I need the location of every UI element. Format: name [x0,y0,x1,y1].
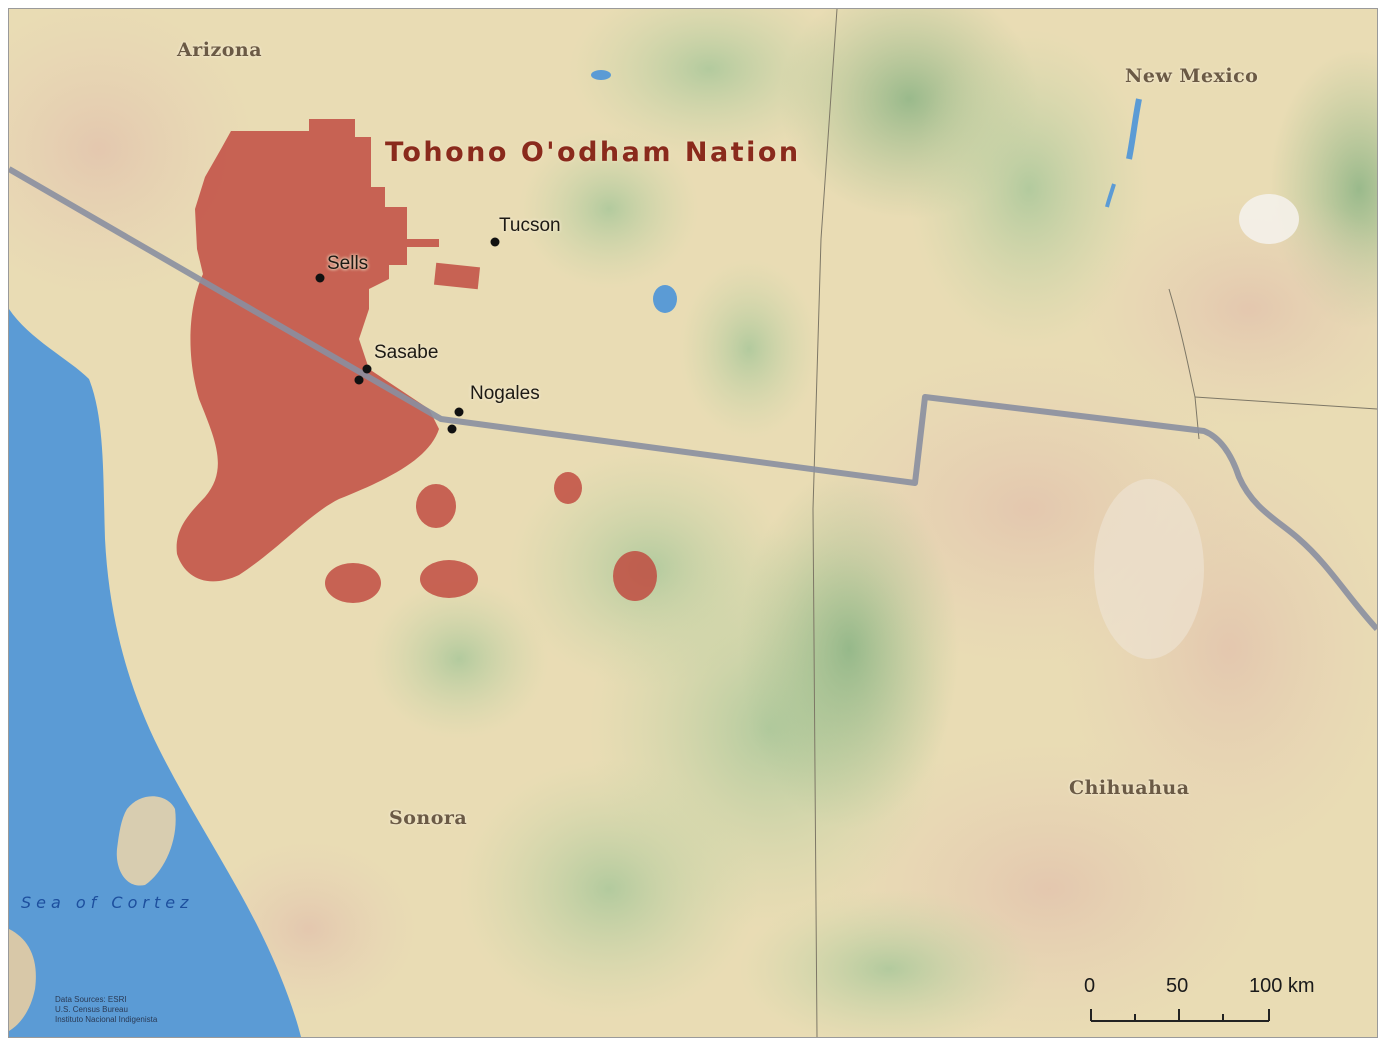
territory-ellipse-2 [554,472,582,504]
state-line-nm-tx [1194,396,1377,410]
tucson-dot [490,237,500,247]
territory-ellipse-5 [613,551,657,601]
label-sea-of-cortez: Sea of Cortez [21,893,194,912]
territory-ellipse-4 [420,560,478,598]
territory-san-xavier [433,262,481,290]
scale-bar [1090,1009,1270,1022]
map-title: Tohono O'odham Nation [385,137,801,168]
sasabe-dot-mx [354,375,364,385]
data-sources: Data Sources: ESRI U.S. Census Bureau In… [55,995,157,1025]
city-dots [315,237,500,434]
label-new-mexico: New Mexico [1125,65,1259,87]
map-frame[interactable]: Arizona New Mexico Sonora Chihuahua Toho… [8,8,1378,1038]
label-nogales: Nogales [470,383,540,404]
label-sonora: Sonora [389,807,468,829]
sells-dot [315,273,325,283]
river-b [1105,183,1116,208]
lake-a [653,285,677,313]
sasabe-dot-us [362,364,372,374]
coast-lower [9,929,36,1031]
territory-ellipse-1 [416,484,456,528]
label-chihuahua: Chihuahua [1069,777,1190,799]
nogales-dot-mx [447,424,457,434]
lake-b [591,70,611,80]
state-line-az-nm [812,9,838,1037]
tiburon-island [116,796,176,886]
map-canvas[interactable] [9,9,1377,1037]
nogales-dot-us [454,407,464,417]
us-mexico-border [9,166,1377,632]
river-a [1126,98,1142,160]
scale-label-0: 0 [1084,975,1096,997]
source-line-2: U.S. Census Bureau [55,1005,128,1014]
label-tucson: Tucson [499,215,561,236]
terrain-shading [9,9,1377,1037]
territory-main [176,119,439,582]
scale-label-100: 100 km [1249,975,1315,997]
sea-of-cortez [9,309,301,1037]
source-line-3: Instituto Nacional Indigenista [55,1015,158,1024]
label-arizona: Arizona [177,39,263,61]
rio-grande [1168,288,1200,440]
source-line-1: Data Sources: ESRI [55,995,127,1004]
scale-label-50: 50 [1166,975,1189,997]
territory-ellipse-3 [325,563,381,603]
territory-shapes [176,119,657,603]
label-sells: Sells [327,253,369,274]
label-sasabe: Sasabe [374,342,439,363]
